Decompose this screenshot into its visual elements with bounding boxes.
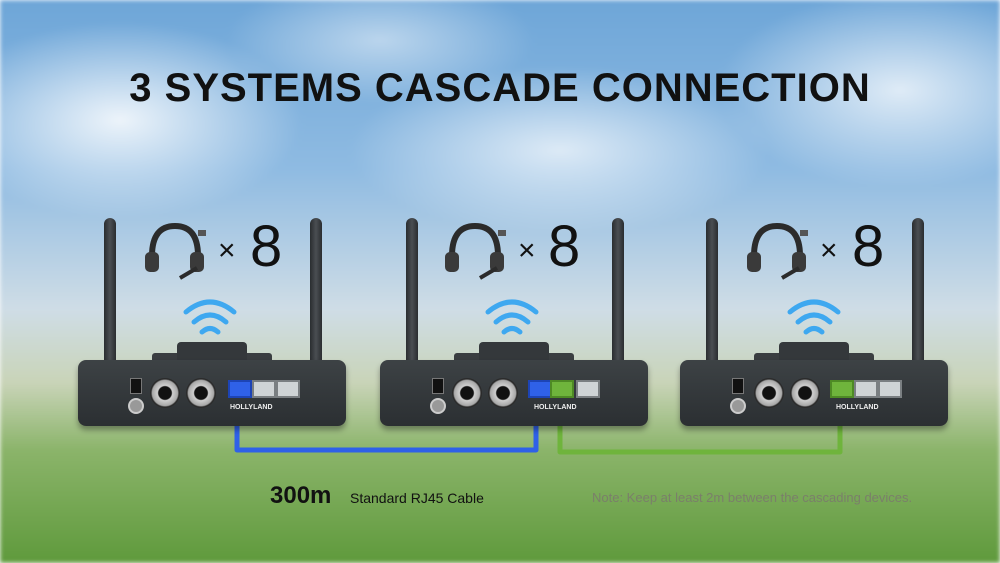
page-title: 3 SYSTEMS CASCADE CONNECTION — [129, 66, 871, 110]
rj45-port-3[interactable] — [576, 380, 600, 398]
rj45-port-out[interactable] — [550, 380, 574, 398]
headset-count: 8 — [250, 214, 283, 279]
headset-count: 8 — [548, 214, 581, 279]
brand-logo: HOLLYLAND — [836, 404, 879, 411]
intercom-system-2: × 8 HOLLYLAND — [380, 210, 660, 440]
rj45-port-out[interactable] — [228, 380, 252, 398]
rj45-port-in[interactable] — [830, 380, 854, 398]
xlr-port-1[interactable] — [150, 378, 180, 408]
top-mount — [779, 342, 849, 364]
wifi-icon — [183, 299, 237, 335]
rj45-port-2[interactable] — [252, 380, 276, 398]
base-station: HOLLYLAND — [78, 360, 346, 426]
multiply-sign: × — [820, 234, 838, 267]
power-switch[interactable] — [130, 378, 142, 394]
wifi-icon — [787, 299, 841, 335]
brand-logo: HOLLYLAND — [230, 404, 273, 411]
headset-count: 8 — [852, 214, 885, 279]
multiply-sign: × — [518, 234, 536, 267]
intercom-system-3: × 8 HOLLYLAND — [680, 210, 960, 440]
xlr-port-2[interactable] — [488, 378, 518, 408]
cascade-note: Note: Keep at least 2m between the casca… — [592, 490, 913, 505]
headset-icon — [445, 222, 506, 280]
headset-icon — [145, 222, 206, 280]
base-station: HOLLYLAND — [680, 360, 948, 426]
power-switch[interactable] — [432, 378, 444, 394]
rj45-port-3[interactable] — [276, 380, 300, 398]
antenna-right — [612, 218, 624, 383]
base-station: HOLLYLAND — [380, 360, 648, 426]
wifi-icon — [485, 299, 539, 335]
rj45-port-3[interactable] — [878, 380, 902, 398]
dc-port[interactable] — [430, 398, 446, 414]
rj45-port-2[interactable] — [854, 380, 878, 398]
antenna-left — [706, 218, 718, 383]
antenna-right — [912, 218, 924, 383]
antenna-left — [104, 218, 116, 383]
dc-port[interactable] — [730, 398, 746, 414]
top-mount — [479, 342, 549, 364]
xlr-port-2[interactable] — [790, 378, 820, 408]
dc-port[interactable] — [128, 398, 144, 414]
intercom-system-1: × 8 HOLLYLAND — [78, 210, 358, 440]
xlr-port-1[interactable] — [452, 378, 482, 408]
power-switch[interactable] — [732, 378, 744, 394]
cable-distance: 300m — [270, 482, 332, 509]
cable-type-label: Standard RJ45 Cable — [350, 490, 484, 506]
headset-icon — [747, 222, 808, 280]
xlr-port-1[interactable] — [754, 378, 784, 408]
xlr-port-2[interactable] — [186, 378, 216, 408]
brand-logo: HOLLYLAND — [534, 404, 577, 411]
antenna-left — [406, 218, 418, 383]
top-mount — [177, 342, 247, 364]
multiply-sign: × — [218, 234, 236, 267]
rj45-port-in[interactable] — [528, 380, 552, 398]
antenna-right — [310, 218, 322, 383]
